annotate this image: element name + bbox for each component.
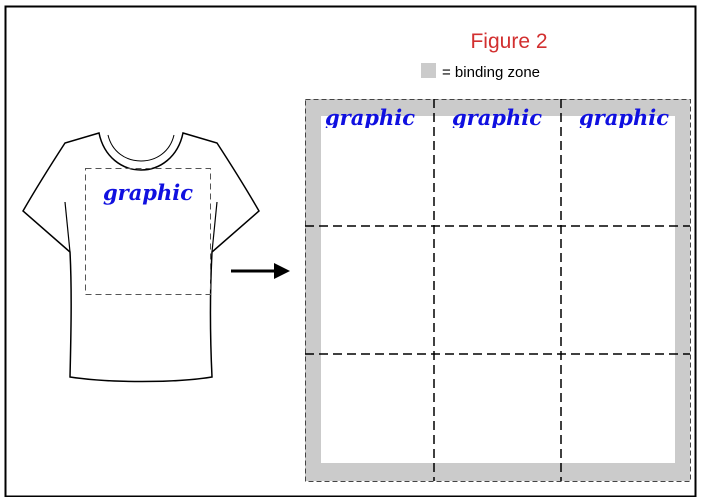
tile-row-top-graphics: graphic graphic graphic bbox=[325, 105, 669, 130]
binding-zone-band bbox=[305, 99, 690, 481]
legend-label: = binding zone bbox=[442, 64, 540, 81]
tile-grid: graphic graphic graphic bbox=[305, 99, 691, 482]
tile-graphic-text-3: graphic bbox=[579, 105, 669, 130]
arrow-right-icon bbox=[231, 263, 290, 279]
tile-graphic-text-1: graphic bbox=[325, 105, 415, 130]
binding-zone-swatch bbox=[421, 63, 436, 78]
tshirt-illustration bbox=[22, 132, 260, 383]
shirt-graphic-text: graphic bbox=[103, 180, 193, 205]
grid-outer-border bbox=[305, 99, 691, 482]
figure-title: Figure 2 bbox=[470, 30, 547, 53]
cut-lines bbox=[305, 99, 690, 481]
print-area-outline bbox=[85, 168, 211, 295]
tile-graphic-text-2: graphic bbox=[452, 105, 542, 130]
